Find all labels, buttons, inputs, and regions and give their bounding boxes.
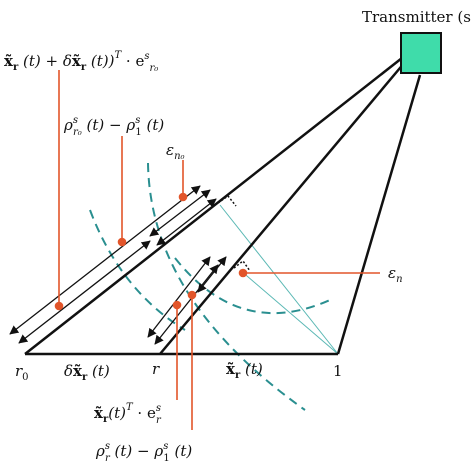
arrow-delta-range [18, 240, 151, 344]
ray-1-to-transmitter [336, 74, 422, 355]
arrow-rho-r [154, 264, 219, 345]
label-eps-n0: εn₀ [166, 141, 185, 162]
arrow-rho-r-b [197, 256, 227, 293]
ray-r0-to-transmitter [24, 57, 403, 355]
callout-dot-rho-r [187, 290, 197, 300]
label-one: 1 [333, 362, 343, 380]
label-x-r: x̃r (t) [226, 360, 263, 381]
right-angle-mark-upper [217, 194, 237, 207]
thin-ray-lower [239, 269, 339, 355]
callout-dot-xr-er [172, 300, 182, 310]
arrow-range-total [9, 185, 201, 335]
label-r: r [152, 360, 160, 378]
arrow-rho-r0-b [156, 198, 217, 246]
callout-dot-eps-n [238, 268, 248, 278]
arrow-xr-er [147, 256, 211, 338]
callout-dot-eps-n0 [178, 192, 188, 202]
callout-dot-rho-r0 [117, 237, 127, 247]
wavefront-near [174, 257, 331, 315]
label-range-total: x̃r (t) + δx̃r (t))T · esr₀ [4, 50, 158, 74]
callout-dot-range-total [54, 301, 64, 311]
thin-ray-upper [219, 204, 339, 355]
wavefront-inner [89, 209, 186, 331]
label-r0: r0 [15, 362, 29, 383]
transmitter-box [400, 32, 442, 74]
label-eps-n: εn [388, 264, 403, 285]
ray-r-to-transmitter [159, 61, 406, 355]
label-delta-x: δx̃r (t) [64, 362, 110, 383]
transmitter-label: Transmitter (s [362, 8, 471, 26]
